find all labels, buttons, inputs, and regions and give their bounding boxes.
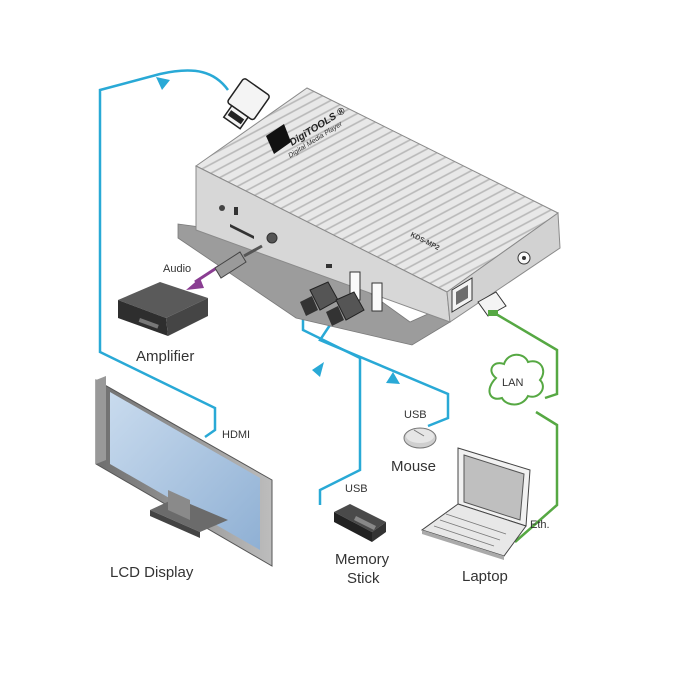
hdmi-arrow <box>156 77 170 90</box>
mouse-arrow <box>386 372 400 384</box>
lan-label: LAN <box>502 377 523 389</box>
sd-card-slot[interactable] <box>230 224 254 239</box>
memory-stick-device <box>334 504 386 542</box>
mouse-usb-label: USB <box>404 409 427 421</box>
usb-plug-mouse <box>326 291 365 326</box>
audio-plug <box>214 244 263 279</box>
lan-plug <box>477 291 507 317</box>
audio-output-jack[interactable] <box>266 232 278 244</box>
laptop-label: Laptop <box>462 568 508 585</box>
mouse-device <box>403 427 437 449</box>
memory-stick-usb-label: USB <box>345 483 368 495</box>
lcd-display-label: LCD Display <box>110 564 194 581</box>
lan-cloud <box>488 353 545 406</box>
usb-port-2[interactable] <box>371 282 383 312</box>
memory-stick-usb-cable <box>301 312 362 505</box>
amplifier-device <box>118 282 208 336</box>
status-led <box>326 264 332 268</box>
eth-label: Eth. <box>530 519 550 531</box>
reset-button[interactable] <box>219 205 225 211</box>
power-led <box>234 207 238 215</box>
hdmi-cable <box>98 69 230 439</box>
memory-stick-label-line2: Stick <box>347 570 380 587</box>
amplifier-label: Amplifier <box>136 348 194 365</box>
memory-stick-label-line1: Memory <box>335 551 390 568</box>
hdmi-connector <box>222 78 270 130</box>
usb-plug-memory-stick <box>300 281 339 316</box>
mouse-usb-cable <box>318 321 450 428</box>
lan-cable <box>495 312 559 543</box>
audio-label: Audio <box>163 263 191 275</box>
audio-arrow <box>186 278 204 290</box>
mouse-label: Mouse <box>391 458 436 475</box>
hdmi-label: HDMI <box>222 429 250 441</box>
memory-stick-arrow <box>312 362 324 377</box>
laptop-device <box>420 447 531 560</box>
lcd-display <box>95 376 273 567</box>
ethernet-port[interactable] <box>451 277 473 313</box>
